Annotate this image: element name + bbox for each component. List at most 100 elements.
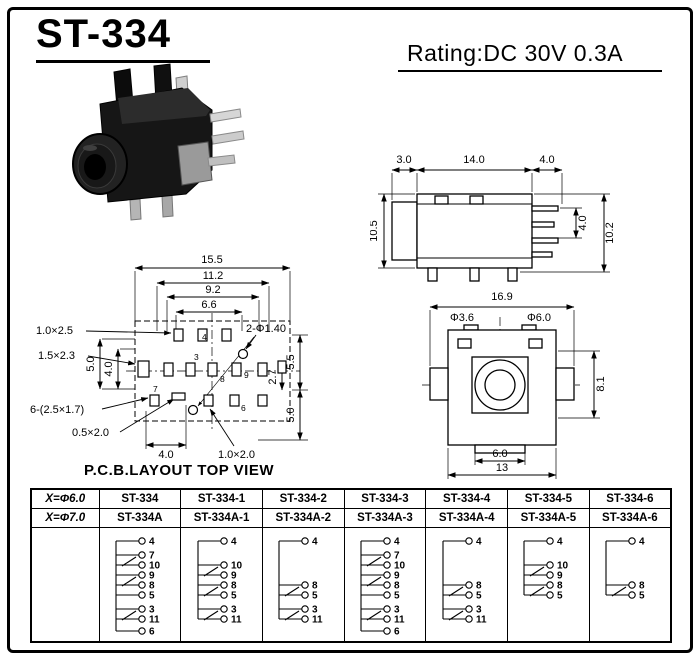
pin-number: 8 bbox=[639, 580, 645, 591]
model-cell: ST-334-3 bbox=[343, 488, 427, 509]
pin-circle bbox=[628, 536, 636, 545]
side-body-outline bbox=[391, 193, 559, 282]
pin-circle bbox=[383, 550, 391, 559]
pin-number: 9 bbox=[394, 570, 400, 581]
pin-circle bbox=[219, 590, 228, 599]
model-cell: ST-334 bbox=[98, 488, 182, 509]
pad-number: 3 bbox=[194, 352, 199, 362]
pin-number: 5 bbox=[394, 590, 400, 601]
photo-switch-block bbox=[177, 141, 213, 186]
pad-numbers: 4 3 9 8 7 6 bbox=[153, 332, 249, 413]
pin-circle bbox=[464, 590, 473, 599]
dim-label: 8.1 bbox=[595, 376, 607, 391]
pin-circle bbox=[219, 614, 228, 623]
extension-lines bbox=[102, 271, 308, 449]
pin-circle bbox=[301, 536, 309, 545]
photo-pin bbox=[209, 108, 242, 123]
pin-number: 3 bbox=[312, 604, 318, 615]
dim-label: 6.0 bbox=[492, 448, 507, 460]
pin-number: 11 bbox=[394, 614, 405, 625]
pin-circle bbox=[628, 590, 636, 599]
dim-label: 13 bbox=[496, 462, 508, 474]
pin-number: 6 bbox=[394, 626, 400, 637]
dim-label: 5.5 bbox=[285, 354, 297, 369]
pin-circle bbox=[546, 570, 555, 579]
model-cell: ST-334A-6 bbox=[588, 507, 672, 528]
pad-number: 9 bbox=[244, 370, 249, 380]
pin-number: 10 bbox=[394, 560, 406, 571]
pin-number: 6 bbox=[149, 626, 155, 637]
callout-label: 1.0×2.5 bbox=[36, 325, 73, 337]
pin-circle bbox=[464, 604, 473, 613]
side-body-details bbox=[417, 203, 532, 259]
dimension-lines bbox=[97, 265, 303, 448]
pin-number: 3 bbox=[231, 604, 237, 615]
pin-circle bbox=[464, 614, 473, 623]
dim-label: 14.0 bbox=[463, 154, 484, 166]
x-dia-label: X=Φ6.0 bbox=[30, 488, 100, 509]
model-cell: ST-334-1 bbox=[180, 488, 263, 509]
pin-number: 11 bbox=[231, 614, 242, 625]
callout-label: 1.5×2.3 bbox=[38, 350, 75, 362]
pin-number: 8 bbox=[557, 580, 563, 591]
dimension-lines bbox=[381, 167, 607, 273]
model-cell: ST-334-6 bbox=[588, 488, 672, 509]
pin-number: 4 bbox=[557, 536, 563, 547]
pin-circle bbox=[219, 536, 228, 545]
pin-number: 9 bbox=[231, 570, 237, 581]
dim-label: Φ3.6 bbox=[450, 312, 474, 324]
mount-hole bbox=[187, 404, 199, 416]
pin-circle bbox=[138, 604, 146, 613]
dim-label: 3.0 bbox=[396, 154, 411, 166]
dim-label: Φ6.0 bbox=[527, 312, 551, 324]
pin-circle bbox=[138, 550, 146, 559]
pin-number: 8 bbox=[394, 580, 400, 591]
pin-number: 4 bbox=[149, 536, 155, 547]
pcb-caption: P.C.B.LAYOUT TOP VIEW bbox=[84, 462, 274, 479]
pin-circle bbox=[219, 570, 228, 579]
pin-number: 11 bbox=[312, 614, 323, 625]
pin-circle bbox=[464, 536, 473, 545]
pin-number: 4 bbox=[312, 536, 318, 547]
pin-circle bbox=[383, 580, 391, 589]
dim-label: 5.0 bbox=[285, 407, 297, 422]
front-dim-labels: 16.9 Φ3.6 Φ6.0 8.1 6.0 13 bbox=[450, 291, 607, 474]
title-underline bbox=[36, 60, 210, 63]
pin-circle bbox=[628, 580, 636, 589]
pin-number: 10 bbox=[557, 560, 569, 571]
pin-circle bbox=[546, 580, 555, 589]
model-cell: ST-334-4 bbox=[425, 488, 509, 509]
model-table: X=Φ6.0 ST-334 ST-334-1 ST-334-2 ST-334-3… bbox=[30, 488, 672, 643]
x-dia-label: X=Φ7.0 bbox=[30, 507, 100, 528]
pin-number: 3 bbox=[394, 604, 400, 615]
pin-circle bbox=[383, 560, 391, 569]
pin-number: 7 bbox=[394, 550, 400, 561]
dim-label: 4.0 bbox=[158, 449, 173, 461]
pin-number: 8 bbox=[312, 580, 318, 591]
pad-number: 8 bbox=[220, 374, 225, 384]
model-cell: ST-334-5 bbox=[507, 488, 590, 509]
model-cell: ST-334-2 bbox=[261, 488, 345, 509]
mount-hole bbox=[237, 348, 249, 360]
pin-number: 8 bbox=[149, 580, 155, 591]
pin-circle bbox=[138, 614, 146, 623]
pin-number: 4 bbox=[476, 536, 482, 547]
inner-hole-circle bbox=[484, 369, 516, 401]
dimension-lines bbox=[429, 304, 597, 478]
pin-number: 9 bbox=[149, 570, 155, 581]
callout-label: 2-Φ1.40 bbox=[246, 323, 286, 335]
photo-pin bbox=[211, 130, 245, 145]
pcb-layout-drawing: 4 3 9 8 7 6 15.5 11.2 9.2 6.6 5.0 4.0 5.… bbox=[30, 254, 308, 461]
dim-label: 4.0 bbox=[103, 361, 115, 376]
leader-lines bbox=[85, 330, 257, 447]
pin-circle bbox=[301, 614, 309, 623]
pin-circle bbox=[383, 590, 391, 599]
photo-pin bbox=[207, 154, 236, 167]
